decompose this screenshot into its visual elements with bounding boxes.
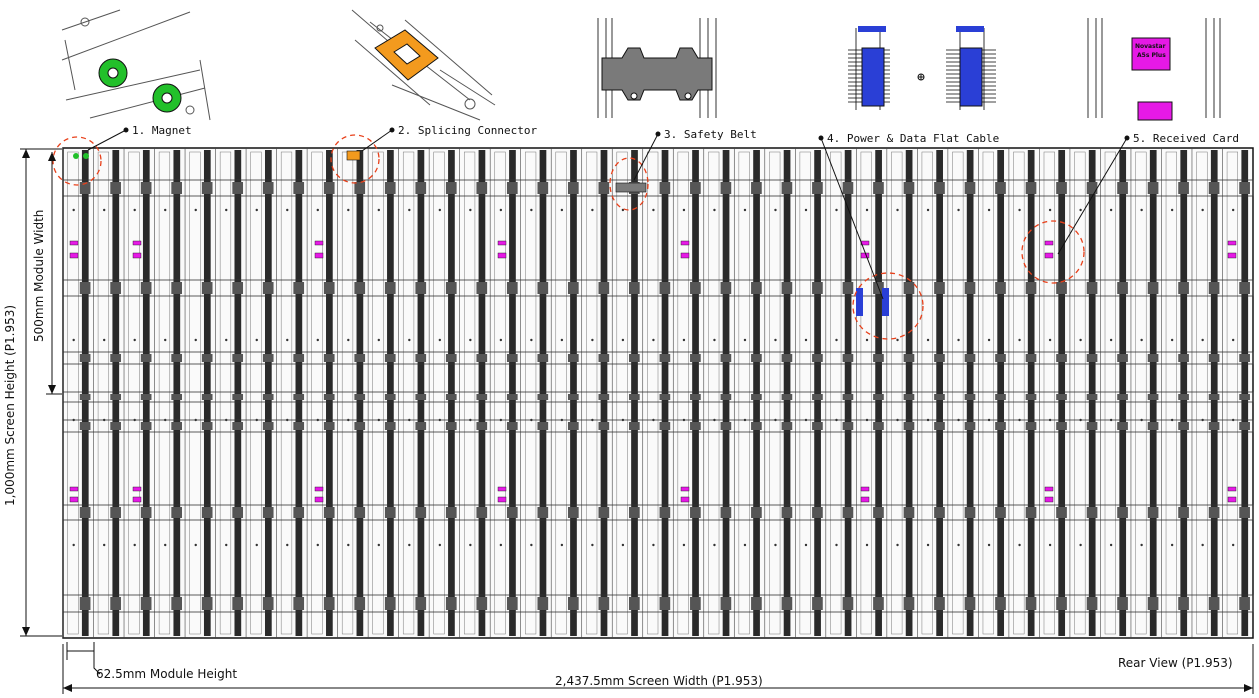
module-rows (62, 179, 1254, 613)
callout-splicing-connector: 2. Splicing Connector (398, 124, 538, 137)
module-height-label: 62.5mm Module Height (96, 667, 238, 681)
callout-safety-belt: 3. Safety Belt (664, 128, 757, 141)
module-width-label: 500mm Module Width (32, 209, 46, 342)
card-detail-line-1: Novastar (1135, 43, 1166, 50)
callout-power-data-cable: 4. Power & Data Flat Cable (827, 132, 1000, 145)
screen-width-label: 2,437.5mm Screen Width (P1.953) (555, 674, 763, 688)
screen-height-label: 1,000mm Screen Height (P1.953) (3, 304, 17, 506)
dimension-lines (20, 148, 1254, 694)
magnet-detail (61, 9, 211, 121)
rear-view-label: Rear View (P1.953) (1118, 656, 1233, 670)
module-columns (62, 148, 1249, 638)
flat-cable-detail (848, 26, 996, 110)
leader-lines (87, 129, 1128, 300)
callout-magnet: 1. Magnet (132, 124, 192, 137)
received-cards (69, 240, 1237, 503)
callout-received-card: 5. Received Card (1133, 132, 1239, 145)
received-card-detail (1087, 18, 1221, 121)
splicing-connector-detail (351, 9, 496, 121)
safety-belt-detail (597, 18, 717, 118)
card-detail-line-2: A5s Plus (1137, 52, 1166, 59)
